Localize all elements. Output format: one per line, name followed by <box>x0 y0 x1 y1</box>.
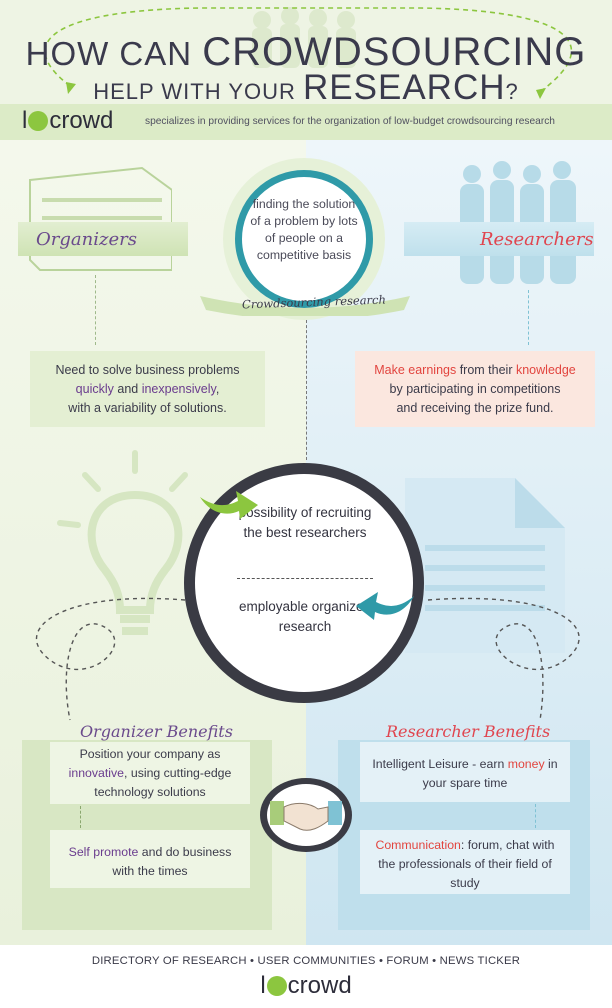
connector-line <box>80 806 81 828</box>
lightbulb-icon <box>57 450 188 635</box>
footer-links[interactable]: DIRECTORY OF RESEARCH • USER COMMUNITIES… <box>91 955 521 967</box>
researcher-benefit-2-box <box>360 830 570 894</box>
organizer-benefit-1: Position your company as innovative, usi… <box>68 747 232 799</box>
center-divider <box>306 320 307 460</box>
organizers-label: Organizers <box>36 229 137 250</box>
organizer-benefits-label: Organizer Benefits <box>80 722 233 741</box>
researcher-benefit-1: Intelligent Leisure - earn money in your… <box>372 757 558 790</box>
handshake-icon <box>270 801 342 831</box>
logo-tree-icon <box>28 111 49 131</box>
organizer-benefit-2-box <box>50 830 250 888</box>
brand-tagline: specializes in providing services for th… <box>145 116 555 127</box>
researcher-benefits-label: Researcher Benefits <box>386 722 551 741</box>
header-decoration <box>44 7 573 99</box>
organizer-gain-text: possibility of recruiting the best resea… <box>238 505 372 540</box>
circle-divider <box>237 578 373 579</box>
organizers-need-box <box>30 351 265 427</box>
crowdsourcing-ribbon <box>200 296 410 316</box>
arrow-right-icon <box>200 491 258 519</box>
organizer-benefit-2: Self promote and do business with the ti… <box>68 845 232 878</box>
benefits-circle <box>184 463 424 703</box>
organizers-need-text: Need to solve business problems quickly … <box>55 363 240 415</box>
organizers-ribbon <box>18 222 188 256</box>
connector-line <box>95 275 96 345</box>
definition-circle <box>235 170 373 308</box>
definition-text: finding the solution of a problem by lot… <box>250 197 358 262</box>
connector-line <box>528 290 529 345</box>
brand-bar <box>0 104 612 140</box>
researchers-label: Researchers <box>480 229 594 250</box>
arrow-left-icon <box>356 592 414 620</box>
researcher-gain-text: employable organized research <box>238 599 372 634</box>
dashed-loops <box>35 597 580 721</box>
title-line-2: HELP WITH YOUR RESEARCH? <box>93 68 519 107</box>
logo-tree-icon <box>266 976 287 996</box>
researchers-need-text: Make earnings from their knowledge by pa… <box>374 363 576 415</box>
document-icon <box>405 478 565 653</box>
researchers-need-box <box>355 351 595 427</box>
building-icon <box>29 166 172 271</box>
researcher-benefit-1-box <box>360 742 570 802</box>
researcher-benefit-2: Communication: forum, chat with the prof… <box>375 838 555 890</box>
researchers-ribbon <box>404 222 594 256</box>
organizer-benefit-1-box <box>50 742 250 804</box>
connector-line <box>535 804 536 828</box>
title-line-1: HOW CAN CROWDSOURCING <box>25 30 587 74</box>
